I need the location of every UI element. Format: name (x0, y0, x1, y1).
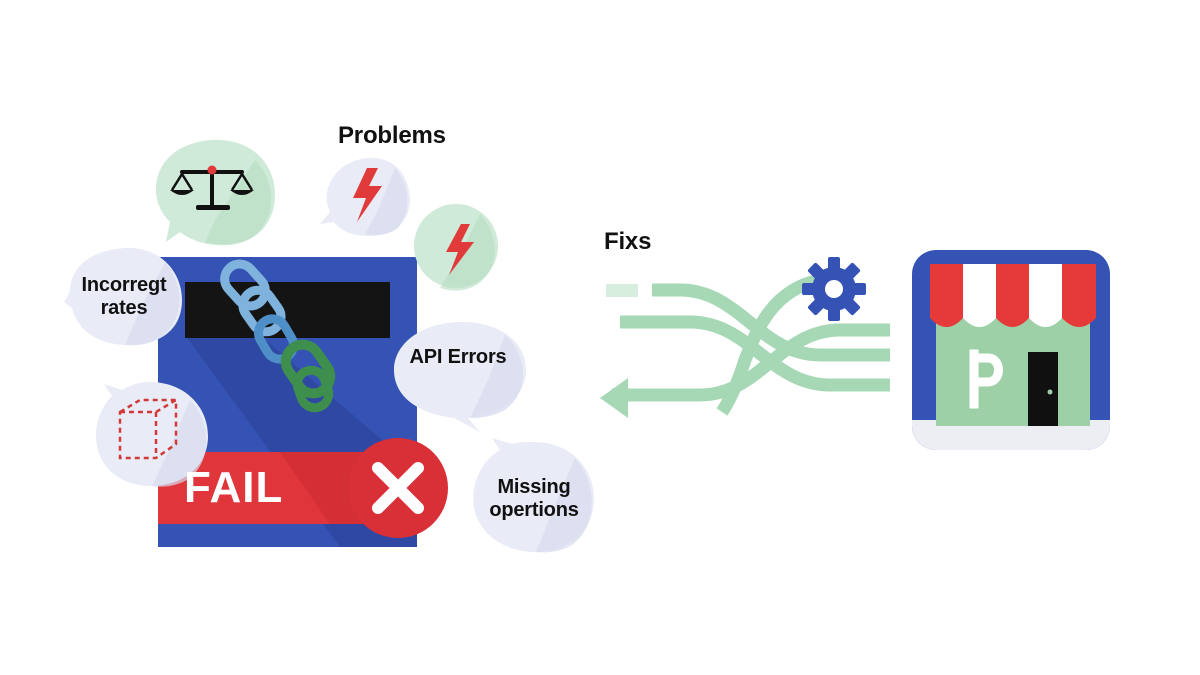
missing-options-bubble (473, 438, 594, 553)
gear-icon (802, 257, 866, 321)
scale-bubble (156, 139, 275, 246)
flow-stub (606, 284, 638, 297)
api-errors-bubble (394, 322, 526, 432)
broken-chain-icon (220, 259, 336, 413)
fixs-heading: Fixs (604, 228, 652, 255)
box-icon (118, 398, 178, 460)
fail-label: FAIL (184, 463, 284, 512)
box-bubble (96, 382, 208, 487)
lightning-icon (446, 224, 474, 275)
incorrect-rates-label: Incorregt rates (81, 274, 167, 319)
missing-options-label: Missing opertions (489, 476, 579, 521)
problems-heading: Problems (338, 122, 446, 149)
scale-icon (170, 165, 254, 210)
incorrect-rates-bubble (64, 247, 182, 346)
close-icon (348, 438, 448, 538)
api-errors-label: API Errors (409, 346, 507, 368)
lightning-icon (353, 168, 382, 222)
fix-flow-lines (612, 273, 890, 416)
storefront-icon (912, 250, 1110, 450)
left-arrow-icon (600, 378, 628, 418)
